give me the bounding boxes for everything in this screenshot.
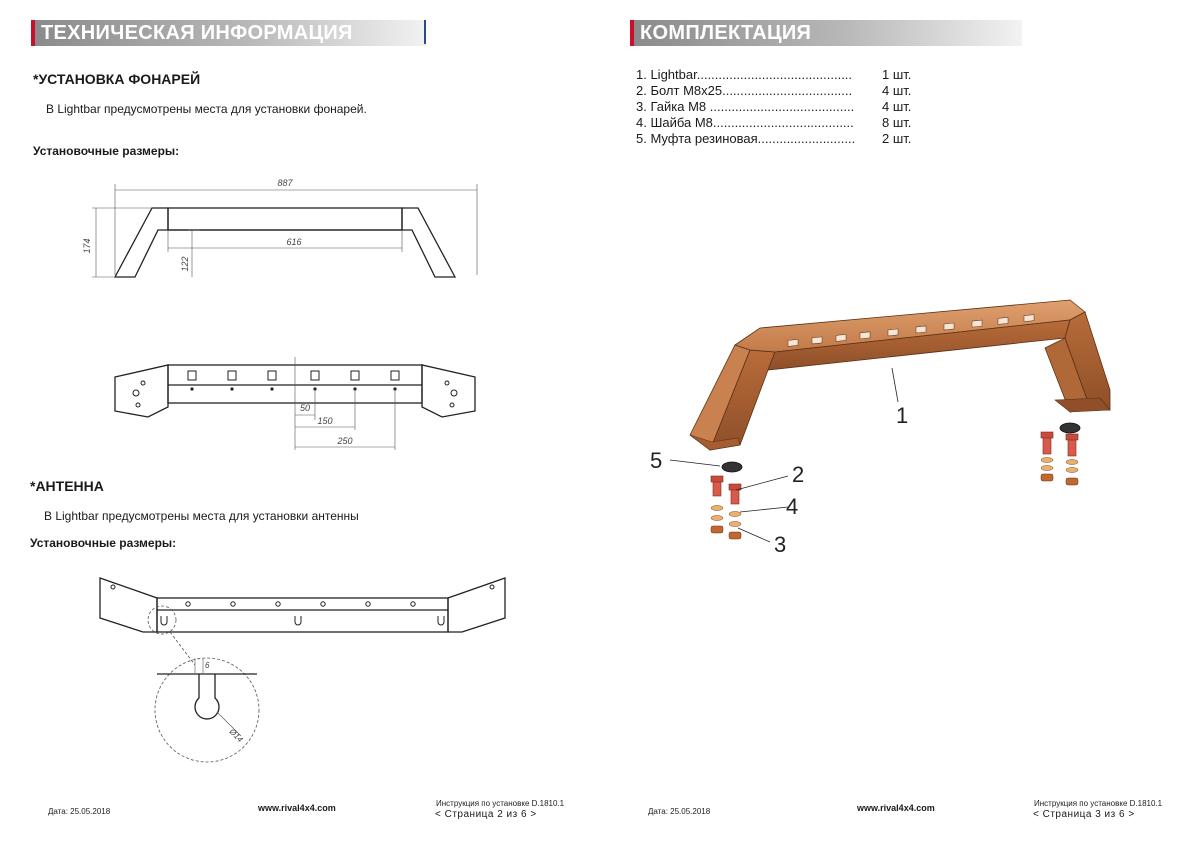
parts-list: 1. Lightbar.............................… xyxy=(636,67,926,147)
part-qty: 1 шт. xyxy=(882,67,912,82)
dim-hole: Ø14 xyxy=(227,726,245,744)
right-header-text: КОМПЛЕКТАЦИЯ xyxy=(640,21,812,44)
part-name: 1. Lightbar.............................… xyxy=(636,67,853,82)
left-hardware xyxy=(710,461,743,540)
part-name: 5. Муфта резиновая......................… xyxy=(636,131,856,146)
dim-height: 174 xyxy=(82,238,92,253)
parts-list-item: 3. Гайка M8 ............................… xyxy=(636,99,926,115)
antenna-sizes-label: Установочные размеры: xyxy=(30,536,177,550)
left-footer-doc: Инструкция по установке D.1810.1 xyxy=(436,799,565,808)
lights-sizes-label: Установочные размеры: xyxy=(33,144,180,158)
dim-inner-height: 122 xyxy=(180,256,190,271)
parts-list-item: 1. Lightbar.............................… xyxy=(636,67,926,83)
dim-250: 250 xyxy=(336,436,352,446)
right-footer-web: www.rival4x4.com xyxy=(857,803,935,813)
parts-list-item: 5. Муфта резиновая......................… xyxy=(636,131,926,147)
dim-50: 50 xyxy=(300,403,310,413)
dim-slot: 6 xyxy=(205,661,210,670)
callout-2: 2 xyxy=(792,462,804,487)
left-header-text: ТЕХНИЧЕСКАЯ ИНФОРМАЦИЯ xyxy=(41,21,353,44)
parts-list-item: 2. Болт M8x25...........................… xyxy=(636,83,926,99)
part-qty: 4 шт. xyxy=(882,99,912,114)
left-footer-page: < Страница 2 из 6 > xyxy=(435,809,537,820)
antenna-section-title: *АНТЕННА xyxy=(30,478,104,494)
lightbar-top-drawing: 50 150 250 xyxy=(114,357,476,450)
callout-3: 3 xyxy=(774,532,786,557)
lights-description: В Lightbar предусмотрены места для устан… xyxy=(46,102,367,116)
part-name: 2. Болт M8x25...........................… xyxy=(636,83,853,98)
header-accent-bar xyxy=(31,20,35,46)
parts-list-item: 4. Шайба M8.............................… xyxy=(636,115,926,131)
right-section-header: КОМПЛЕКТАЦИЯ xyxy=(630,20,1022,46)
dim-inner: 616 xyxy=(286,237,301,247)
callout-4: 4 xyxy=(786,494,798,519)
lights-section-title: *УСТАНОВКА ФОНАРЕЙ xyxy=(33,71,201,87)
lightbar-exploded-view: 1 2 3 4 5 xyxy=(650,299,1111,557)
right-footer-page: < Страница 3 из 6 > xyxy=(1033,809,1135,820)
left-section-header: ТЕХНИЧЕСКАЯ ИНФОРМАЦИЯ xyxy=(31,20,426,46)
dim-overall: 887 xyxy=(277,178,293,188)
right-hardware xyxy=(1040,422,1081,486)
part-qty: 4 шт. xyxy=(882,83,912,98)
header-end-line xyxy=(424,20,426,44)
callout-1: 1 xyxy=(896,403,908,428)
antenna-drawing: 6 Ø14 xyxy=(99,577,506,763)
callout-5: 5 xyxy=(650,448,662,473)
right-footer-date: Дата: 25.05.2018 xyxy=(648,807,711,816)
header-accent-bar xyxy=(630,20,634,46)
antenna-description: В Lightbar предусмотрены места для устан… xyxy=(44,509,359,523)
left-footer-web: www.rival4x4.com xyxy=(258,803,336,813)
part-qty: 2 шт. xyxy=(882,131,912,146)
part-name: 4. Шайба M8.............................… xyxy=(636,115,854,130)
dim-150: 150 xyxy=(317,416,332,426)
lightbar-front-drawing: 887 174 616 122 xyxy=(82,178,478,278)
part-qty: 8 шт. xyxy=(882,115,912,130)
right-footer-doc: Инструкция по установке D.1810.1 xyxy=(1034,799,1163,808)
left-footer-date: Дата: 25.05.2018 xyxy=(48,807,111,816)
part-name: 3. Гайка M8 ............................… xyxy=(636,99,855,114)
